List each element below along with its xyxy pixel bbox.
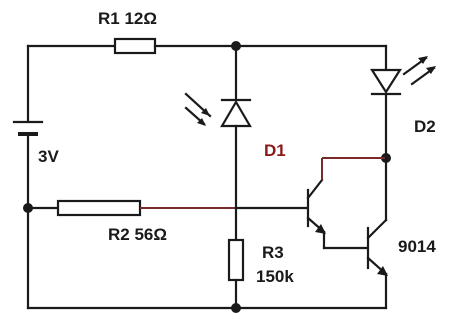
label-r3-value: 150k	[256, 267, 294, 286]
resistor-r2	[56, 199, 142, 217]
label-r3-name: R3	[262, 243, 284, 262]
led-d2	[369, 56, 436, 96]
label-r2: R2 56Ω	[108, 225, 167, 244]
label-d1: D1	[264, 141, 286, 160]
transistor-q1	[306, 157, 386, 250]
label-r1: R1 12Ω	[98, 9, 157, 28]
resistor-r1	[113, 37, 157, 55]
label-transistor: 9014	[398, 237, 436, 256]
transistor-q2	[366, 156, 388, 310]
photodiode-d1	[184, 92, 252, 128]
resistor-r3	[227, 238, 245, 282]
battery-symbol	[12, 120, 44, 136]
label-d2: D2	[414, 117, 436, 136]
label-battery: 3V	[38, 147, 59, 166]
